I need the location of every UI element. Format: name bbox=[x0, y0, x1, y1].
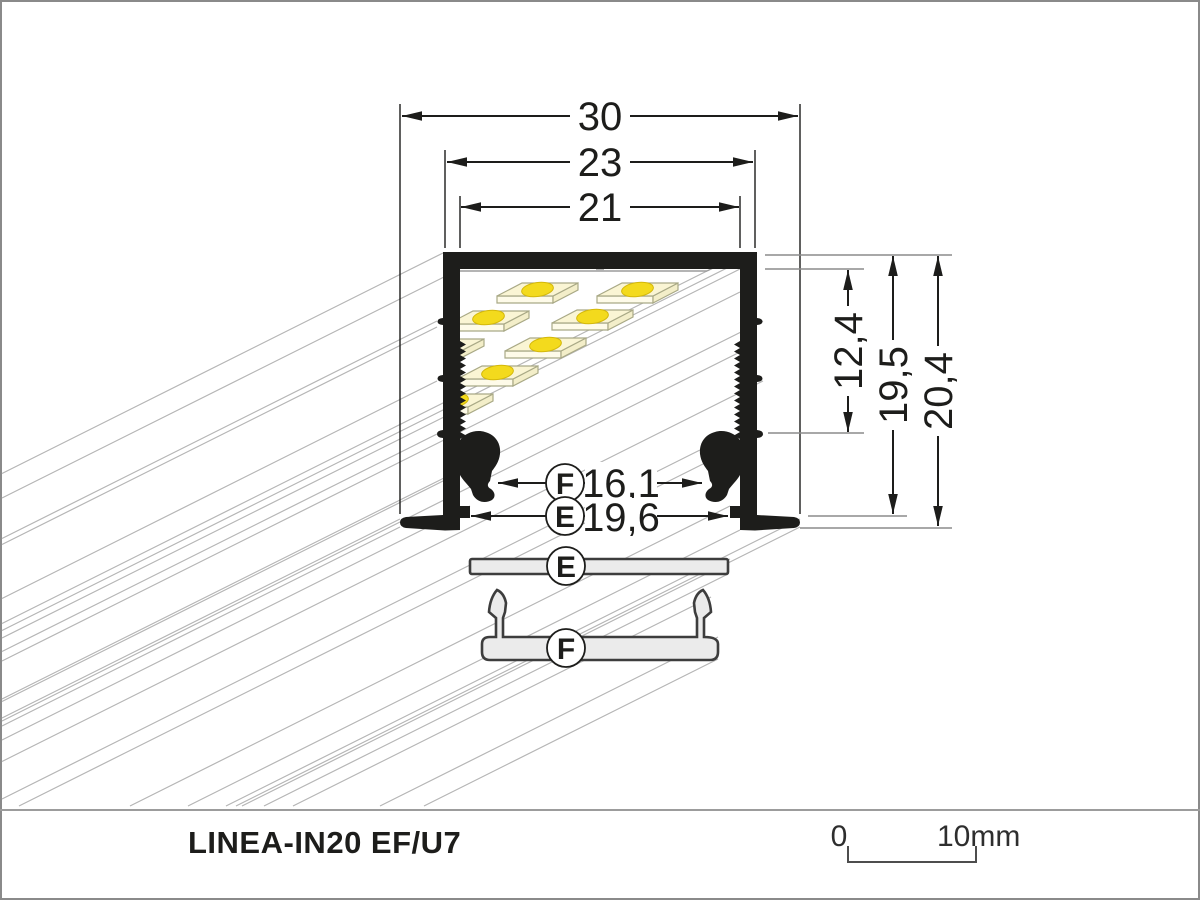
scale-bar-bracket bbox=[847, 846, 977, 863]
bracket-body bbox=[480, 588, 720, 662]
extrusion-line bbox=[1, 320, 438, 540]
extrusion-line bbox=[1, 449, 501, 700]
svg-text:F: F bbox=[556, 468, 574, 501]
extrusion-line bbox=[1, 380, 438, 600]
dim-e-slot-width: 19,6 bbox=[582, 496, 660, 540]
led-module bbox=[460, 309, 530, 332]
profile-left-wall bbox=[400, 252, 470, 531]
extrusion-line bbox=[263, 573, 729, 807]
scale-end-label: 10mm bbox=[937, 820, 1020, 853]
profile-left-serration bbox=[734, 341, 740, 439]
extrusion-line bbox=[1, 518, 401, 719]
extrusion-line bbox=[1, 449, 701, 800]
extrusion-line bbox=[1, 252, 444, 475]
extrusion-perspective-lines bbox=[1, 252, 801, 807]
svg-text:E: E bbox=[555, 501, 575, 534]
extrusion-line bbox=[1, 291, 741, 662]
dim-total-depth: 20,4 bbox=[917, 352, 961, 430]
dim-total-width: 30 bbox=[578, 95, 623, 139]
extrusion-line bbox=[292, 596, 712, 807]
profile-cross-section bbox=[400, 252, 800, 531]
profile-left-hook bbox=[699, 430, 740, 503]
led-strip-group bbox=[460, 269, 713, 415]
scale-bar: 0 10mm bbox=[831, 820, 1020, 863]
dim-inner-depth: 12,4 bbox=[827, 312, 871, 390]
profile-left-hook bbox=[460, 430, 501, 503]
extrusion-line bbox=[1, 433, 438, 653]
profile-right-wall bbox=[699, 252, 800, 531]
dim-recess-depth: 19,5 bbox=[872, 346, 916, 424]
title-block: LINEA-IN20 EF/U7 0 10mm bbox=[0, 809, 1200, 863]
dim-opening-width: 21 bbox=[578, 186, 623, 230]
extrusion-line bbox=[129, 505, 731, 807]
bracket-component: F bbox=[480, 588, 720, 668]
extrusion-line bbox=[1, 505, 471, 741]
led-module bbox=[551, 308, 634, 331]
dimension-lines: 30 23 21 12,4 19,5 bbox=[402, 94, 961, 540]
profile-top-wall bbox=[443, 252, 757, 269]
profile-left-serration bbox=[460, 341, 466, 439]
bracket-badge-letter: F bbox=[557, 633, 575, 666]
led-modules bbox=[460, 281, 679, 415]
extension-lines bbox=[399, 104, 952, 529]
led-module bbox=[460, 392, 494, 415]
extrusion-line bbox=[1, 268, 461, 499]
led-module bbox=[496, 281, 579, 304]
extrusion-line bbox=[423, 658, 719, 807]
extrusion-line bbox=[1, 351, 741, 722]
extrusion-line bbox=[1, 320, 764, 703]
diffuser-badge-letter: E bbox=[556, 551, 576, 584]
led-module bbox=[596, 281, 679, 304]
led-module bbox=[504, 336, 587, 359]
led-module bbox=[460, 338, 485, 360]
extrusion-line bbox=[187, 529, 741, 807]
extrusion-line bbox=[1, 268, 741, 639]
extrusion-line bbox=[379, 636, 719, 807]
dim-body-width: 23 bbox=[578, 141, 623, 185]
extrusion-line bbox=[1, 326, 438, 546]
product-name: LINEA-IN20 EF/U7 bbox=[188, 825, 461, 860]
diffuser-badge-circle bbox=[546, 546, 586, 586]
bracket-badge-circle bbox=[546, 628, 586, 668]
extrusion-line bbox=[1, 526, 401, 727]
extrusion-line bbox=[235, 558, 731, 807]
scale-start-label: 0 bbox=[831, 820, 848, 853]
diffuser-component: E bbox=[468, 546, 730, 586]
extrusion-line bbox=[1, 380, 764, 763]
dim-e-badge: E bbox=[545, 496, 585, 536]
center-mark-tick bbox=[596, 269, 604, 271]
led-module bbox=[460, 364, 539, 387]
profile-left-wall bbox=[730, 252, 800, 531]
